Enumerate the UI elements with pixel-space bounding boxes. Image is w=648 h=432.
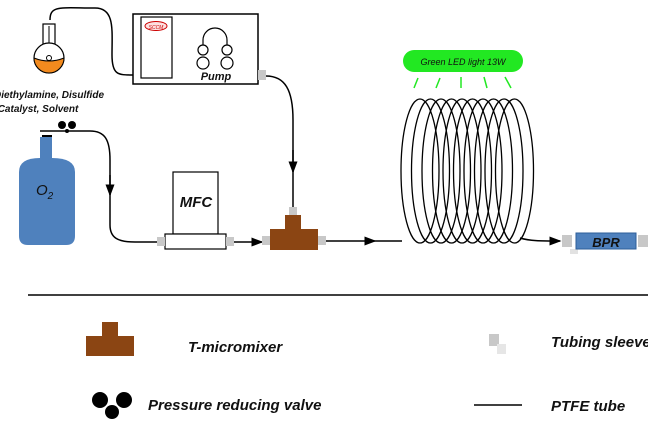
legend-t-micromixer-icon (86, 322, 134, 356)
green-led-light (403, 50, 523, 72)
legend-ptfe-tube-label: PTFE tube (551, 398, 625, 415)
legend-t-micromixer-label: T-micromixer (188, 339, 283, 356)
mfc-label: MFC (180, 194, 214, 211)
led-label: Green LED light 13W (420, 57, 507, 67)
pump-display: SCCM (149, 25, 165, 31)
tube-flask-pump (49, 7, 134, 76)
coil-loop (463, 98, 503, 244)
coil-loop (494, 98, 535, 244)
pump-label: Pump (201, 71, 232, 83)
legend-pressure-reducing-valve-icon (92, 392, 132, 419)
bpr-label: BPR (592, 235, 620, 250)
photoreactor-coil (400, 98, 535, 244)
coil-loop (484, 98, 524, 244)
oxygen-label: O2 (36, 182, 54, 202)
legend-tubing-sleeve-label: Tubing sleeve (551, 334, 648, 351)
t-micromixer (262, 207, 326, 250)
pump (132, 13, 266, 85)
reagents-label-2: Catalyst, Solvent (0, 104, 79, 115)
legend-tubing-sleeve-icon (489, 334, 506, 354)
tube-pump-mixer (265, 75, 294, 207)
reagents-label-1: Diethylamine, Disulfide (0, 90, 104, 101)
tube-coil-bpr (519, 236, 562, 246)
light-rays (413, 76, 512, 89)
oxygen-cylinder (19, 135, 75, 245)
reagent-flask (33, 23, 65, 74)
legend-pressure-reducing-valve-label: Pressure reducing valve (148, 397, 321, 414)
coil-loop (431, 98, 472, 244)
coil-loop (473, 98, 514, 244)
coil-loop (410, 98, 451, 244)
coil-loop (452, 98, 493, 244)
coil-loop (400, 98, 440, 244)
coil-loop (442, 98, 482, 244)
pressure-reducing-valve-icon (58, 121, 76, 133)
back-pressure-regulator (562, 232, 648, 254)
mass-flow-controller (157, 171, 234, 250)
coil-loop (421, 98, 461, 244)
